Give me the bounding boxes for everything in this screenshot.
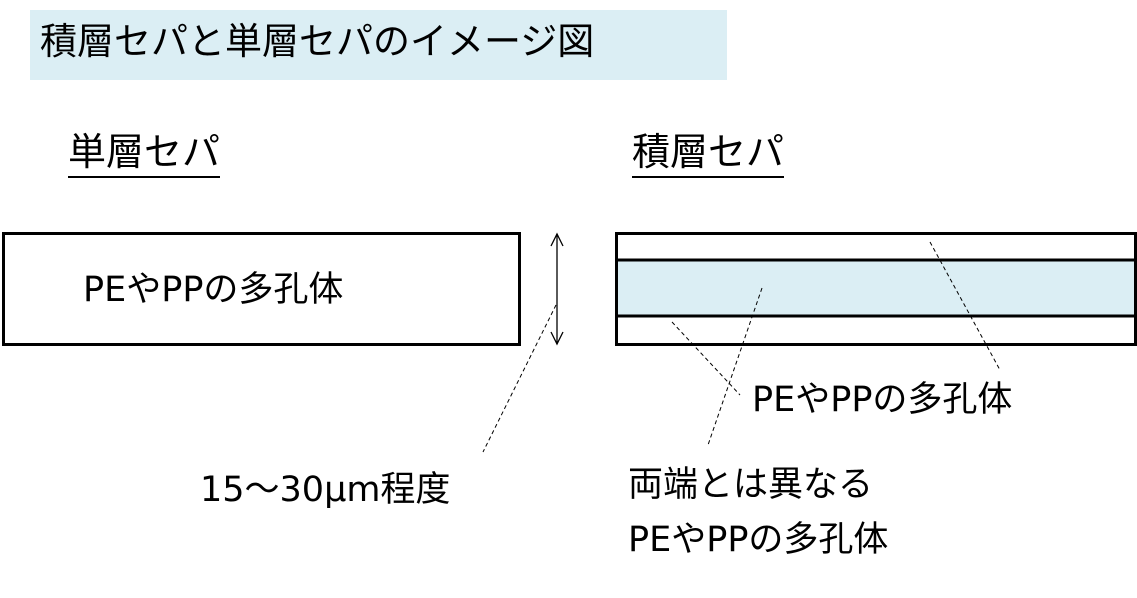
multi-layer-heading: 積層セパ: [632, 128, 785, 178]
multi-layer-middle: [616, 260, 1136, 316]
multi-layer-box: [615, 232, 1137, 346]
leader-lines: [482, 241, 1001, 453]
single-layer-box-label: PEやPPの多孔体: [83, 270, 344, 310]
inner-layer-label-line2: PEやPPの多孔体: [628, 520, 889, 560]
single-layer-heading: 単層セパ: [68, 128, 221, 178]
thickness-label: 15〜30μm程度: [200, 470, 451, 510]
title-background: [30, 10, 727, 80]
inner-layer-label-line1: 両端とは異なる: [628, 465, 874, 505]
outer-layer-label: PEやPPの多孔体: [752, 380, 1013, 420]
thickness-arrow: [550, 232, 564, 346]
single-layer-box: [2, 232, 521, 346]
page-title: 積層セパと単層セパのイメージ図: [40, 20, 595, 63]
